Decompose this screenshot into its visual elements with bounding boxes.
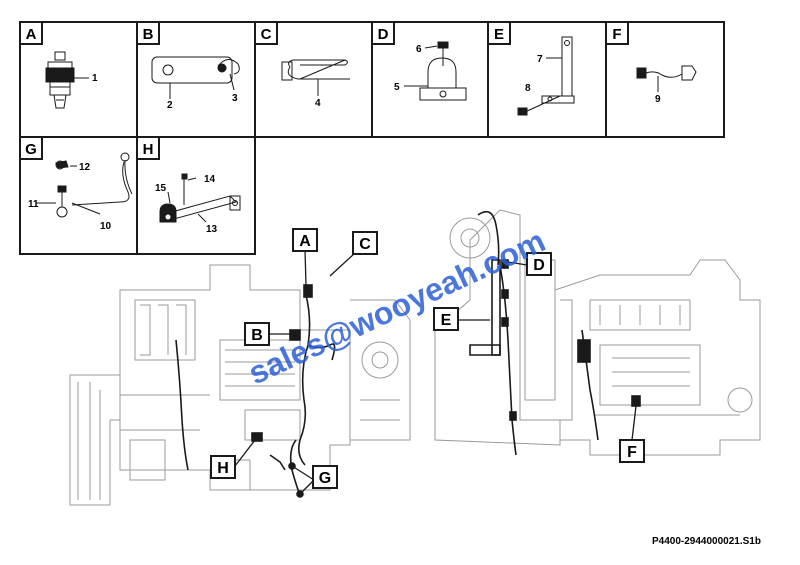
callout-f: F xyxy=(619,439,645,463)
callout-b: B xyxy=(244,322,270,346)
left-engine-illustration xyxy=(69,264,411,506)
item-1-label: 1 xyxy=(92,73,98,84)
item-10-label: 10 xyxy=(100,221,112,232)
panel-labels: A B C D E F G H xyxy=(19,21,629,160)
part-13-15-bracket-drawing xyxy=(159,173,241,223)
item-12-label: 12 xyxy=(79,162,91,173)
panel-d-tag: D xyxy=(371,21,395,45)
panel-e-tag: E xyxy=(487,21,511,45)
panel-g-letter: G xyxy=(25,141,37,158)
item-3-label: 3 xyxy=(232,93,238,104)
callout-g: G xyxy=(312,465,338,489)
panel-f-letter: F xyxy=(612,26,621,43)
parts-grid xyxy=(19,21,725,255)
item-6-label: 6 xyxy=(416,44,422,55)
callout-d: D xyxy=(526,252,552,276)
panel-g-tag: G xyxy=(19,136,43,160)
panel-h-tag: H xyxy=(136,136,160,160)
panel-a-tag: A xyxy=(19,21,43,45)
panel-c-tag: C xyxy=(254,21,278,45)
item-2-label: 2 xyxy=(167,100,173,111)
part-numbers: 1 2 3 4 5 6 7 8 9 10 11 12 13 14 15 xyxy=(28,44,661,235)
callout-e: E xyxy=(433,307,459,331)
callout-b-letter: B xyxy=(251,327,263,344)
callout-c: C xyxy=(352,231,378,255)
callout-h-letter: H xyxy=(217,460,229,477)
callout-a-letter: A xyxy=(299,233,311,250)
item-15-label: 15 xyxy=(155,183,167,194)
item-13-label: 13 xyxy=(206,224,218,235)
callout-a: A xyxy=(292,228,318,252)
panel-f-tag: F xyxy=(605,21,629,45)
panel-b-tag: B xyxy=(136,21,160,45)
left-engine-harness xyxy=(175,284,336,498)
callout-h: H xyxy=(210,455,236,479)
callout-d-letter: D xyxy=(533,257,545,274)
callout-leaders xyxy=(234,249,637,495)
item-7-label: 7 xyxy=(537,54,543,65)
panel-e-letter: E xyxy=(494,26,504,43)
item-4-label: 4 xyxy=(315,98,321,109)
item-14-label: 14 xyxy=(204,174,216,185)
part-1-sensor-drawing xyxy=(45,51,89,109)
right-engine-illustration xyxy=(434,209,761,456)
callout-e-letter: E xyxy=(441,312,452,329)
drawing-reference: P4400-2944000021.S1b xyxy=(652,536,761,547)
panel-c-letter: C xyxy=(261,26,272,43)
item-8-label: 8 xyxy=(525,83,531,94)
callout-boxes: A B C G H D E F xyxy=(210,228,645,489)
item-11-label: 11 xyxy=(28,199,39,210)
panel-h-letter: H xyxy=(143,141,154,158)
part-10-12-strap-drawing xyxy=(55,152,133,218)
part-7-8-bracket-drawing xyxy=(517,36,575,116)
callout-f-letter: F xyxy=(627,444,637,461)
part-5-6-clamp-drawing xyxy=(404,41,467,101)
panel-a-letter: A xyxy=(26,26,37,43)
item-5-label: 5 xyxy=(394,82,400,93)
panel-b-letter: B xyxy=(143,26,154,43)
part-9-harness-drawing xyxy=(636,65,697,92)
right-engine-harness xyxy=(469,210,641,456)
part-leader-lines xyxy=(36,165,77,204)
item-9-label: 9 xyxy=(655,94,661,105)
callout-g-letter: G xyxy=(319,470,331,487)
panel-d-letter: D xyxy=(378,26,389,43)
part-4-cable-tie-drawing xyxy=(281,59,350,96)
callout-c-letter: C xyxy=(359,236,371,253)
part-2-3-plate-drawing xyxy=(151,56,240,99)
